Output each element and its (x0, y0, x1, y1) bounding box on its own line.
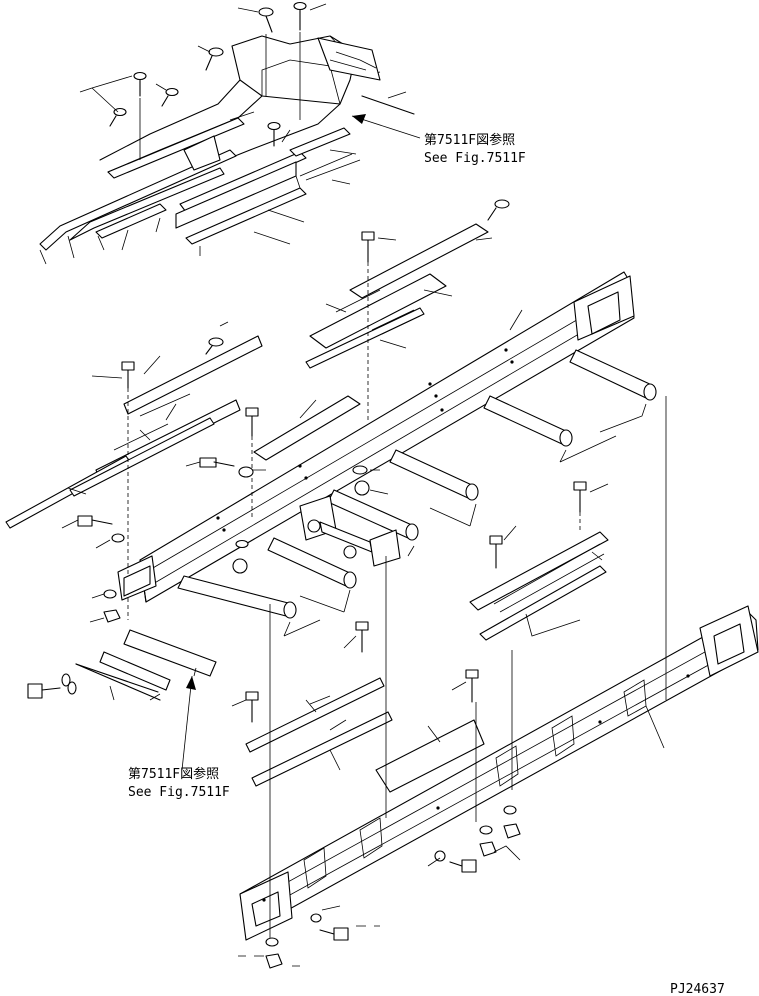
reference-note-bottom: 第7511F図参照 See Fig.7511F (128, 766, 230, 800)
reference-note-top: 第7511F図参照 See Fig.7511F (424, 132, 526, 166)
left-side-covers (5, 321, 263, 620)
bolt-icon (258, 7, 274, 33)
right-side-covers (469, 481, 609, 641)
bolt-icon (573, 481, 587, 513)
drawing-code-label: PJ24637 (670, 982, 725, 996)
center-bracket (232, 465, 401, 574)
top-cover-assembly (39, 1, 415, 265)
bolt-icon (133, 71, 147, 97)
left-fastener-stack (61, 515, 151, 623)
bolt-icon (121, 361, 135, 389)
reference-arrow-top (351, 114, 421, 139)
bolt-icon (109, 107, 127, 127)
bolt-icon (161, 87, 179, 107)
assembly-lines (269, 396, 667, 940)
bolt-icon (355, 621, 369, 653)
main-frame-rail-lower (239, 605, 759, 941)
bolt-icon (267, 121, 281, 147)
bolt-icon (465, 669, 479, 703)
reference-en-label: See Fig.7511F (424, 151, 526, 166)
cross-pipes (177, 349, 657, 637)
reference-en-label: See Fig.7511F (128, 785, 230, 800)
bolt-icon (293, 1, 307, 31)
bolt-icon (205, 337, 224, 355)
reference-arrow-bottom (181, 675, 196, 771)
bolt-icon (77, 515, 113, 527)
bottom-fasteners (238, 805, 521, 969)
lower-center-covers (231, 621, 485, 793)
bolt-icon (319, 927, 349, 941)
reference-ja-label: 第7511F図参照 (424, 132, 515, 148)
bolt-icon (27, 683, 61, 699)
upper-center-cover (305, 199, 510, 420)
bolt-icon (245, 407, 259, 437)
reference-ja-label: 第7511F図参照 (128, 766, 219, 782)
bolt-icon (449, 859, 477, 873)
main-frame-rail-upper (117, 271, 635, 603)
bolt-icon (245, 691, 259, 723)
center-mid-plate (185, 395, 361, 520)
lower-left-stays (27, 629, 217, 701)
bolt-icon (361, 231, 375, 263)
bolt-icon (199, 457, 235, 468)
bolt-icon (489, 535, 503, 569)
bolt-icon (205, 47, 224, 71)
bolt-icon (487, 199, 510, 221)
